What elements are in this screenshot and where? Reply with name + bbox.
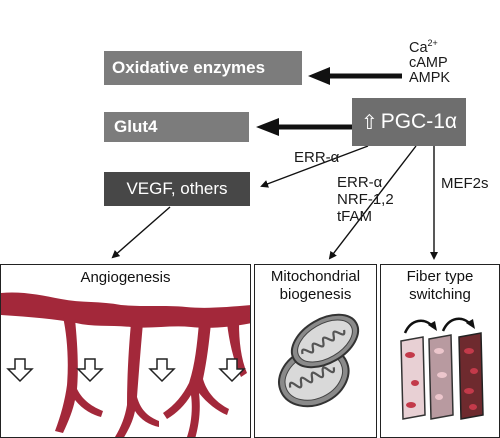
arrow-inducers-to-oxidative: [308, 67, 402, 85]
inducer-ampk: AMPK: [409, 69, 451, 86]
oxidative-enzymes-box: Oxidative enzymes: [104, 51, 302, 85]
up-arrow-icon: ⇧: [360, 111, 378, 134]
mitochondrial-biogenesis-panel: Mitochondrial biogenesis: [254, 264, 377, 438]
mito-title-line1: Mitochondrial: [270, 268, 361, 285]
arrow-pgc-to-mito: [328, 145, 417, 260]
angiogenesis-panel: Angiogenesis: [0, 264, 251, 438]
pgc1a-label: PGC-1α: [380, 110, 458, 133]
fiber-title-line1: Fiber type: [406, 268, 474, 285]
glut4-label: Glut4: [114, 117, 158, 136]
hollow-down-arrow-icon: [148, 358, 176, 383]
inducer-list: Ca2+ cAMP AMPK: [409, 36, 450, 86]
glut4-box: Glut4: [104, 112, 249, 142]
edge-label-tfam: tFAM: [337, 208, 373, 225]
inducer-camp: cAMP: [409, 54, 448, 71]
arrow-pgc-to-glut4: [256, 118, 352, 136]
fiber-light: [400, 336, 426, 420]
edge-label-mef2s: MEF2s: [441, 175, 489, 192]
edge-label-nrf: NRF-1,2: [337, 191, 394, 208]
vegf-label: VEGF, others: [126, 179, 228, 198]
fiber-type-switching-panel: Fiber type switching: [380, 264, 500, 438]
fiber-medium: [428, 334, 454, 420]
muscle-fiber-illustration: [400, 317, 484, 420]
edge-label-err-alpha: ERR-α: [294, 149, 340, 166]
vegf-box: VEGF, others: [104, 172, 250, 206]
curved-arrow-icon: [441, 317, 472, 332]
mito-title-line2: biogenesis: [279, 286, 352, 303]
curved-arrow-icon: [403, 319, 434, 334]
hollow-down-arrow-icon: [6, 358, 34, 383]
blood-vessel-illustration: [1, 292, 250, 437]
fiber-dark: [458, 332, 484, 420]
edge-label-mito-factors: ERR-α NRF-1,2 tFAM: [337, 174, 394, 225]
angiogenesis-title: Angiogenesis: [80, 269, 171, 286]
inducer-calcium: Ca2+: [409, 38, 438, 56]
arrow-pgc-to-vegf: [260, 145, 369, 188]
hollow-down-arrow-icon: [218, 358, 246, 383]
pgc1a-box: ⇧ PGC-1α: [352, 98, 466, 146]
hollow-down-arrow-icon: [76, 358, 104, 383]
arrow-vegf-to-angiogenesis: [111, 206, 171, 259]
edge-label-err-alpha-2: ERR-α: [337, 174, 383, 191]
oxidative-enzymes-label: Oxidative enzymes: [112, 58, 266, 77]
fiber-title-line2: switching: [409, 286, 471, 303]
mitochondria-illustration: [278, 313, 360, 408]
